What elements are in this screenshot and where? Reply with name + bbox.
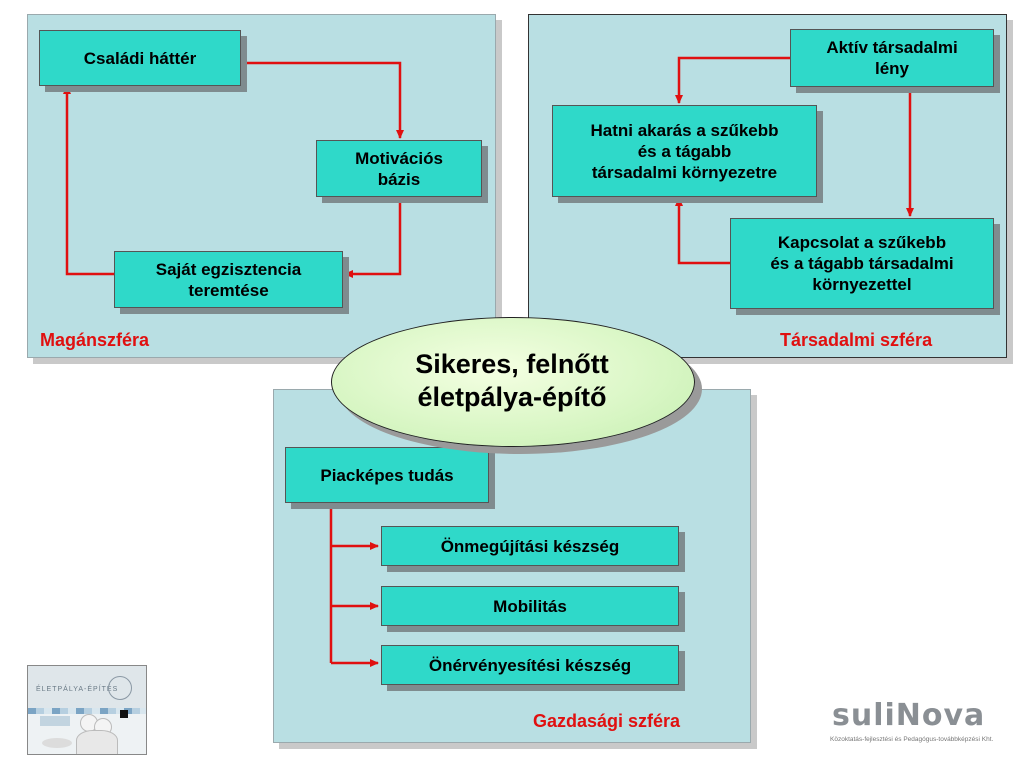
arrow-existence-to-family [63,85,114,276]
box-own-existence: Saját egzisztencia teremtése [114,251,343,308]
box-social-relation: Kapcsolat a szűkebb és a tágabb társadal… [730,218,994,309]
career-building-thumbnail: ÉLETPÁLYA-ÉPÍTÉS [27,665,147,755]
social-sphere-label: Társadalmi szféra [780,330,933,350]
center-ellipse [331,317,695,447]
arrow-relation-to-influence [675,197,730,265]
sulinova-logo: suliNova Közoktatás-fejlesztési és Pedag… [830,700,1000,755]
box-marketable-knowledge: Piacképes tudás [285,447,489,503]
box-self-renewal-skill: Önmegújítási készség [381,526,679,566]
arrow-motivation-to-existence [344,197,402,278]
economic-sphere-label: Gazdasági szféra [533,711,681,731]
arrow-active-to-influence [675,56,790,104]
box-motivation-base: Motivációs bázis [316,140,482,197]
thumbnail-title: ÉLETPÁLYA-ÉPÍTÉS [36,686,119,693]
arrow-family-to-motivation [243,61,404,139]
sulinova-wordmark: suliNova [832,698,986,733]
box-active-social-being: Aktív társadalmi lény [790,29,994,87]
private-sphere-label: Magánszféra [40,330,150,350]
box-mobility: Mobilitás [381,586,679,626]
box-family-background: Családi háttér [39,30,241,86]
sulinova-tagline: Közoktatás-fejlesztési és Pedagógus-tová… [830,736,994,743]
box-self-assertion-skill: Önérvényesítési készség [381,645,679,685]
box-influence-desire: Hatni akarás a szűkebb és a tágabb társa… [552,105,817,197]
center-title: Sikeres, felnőtt életpálya-építő [415,349,609,412]
